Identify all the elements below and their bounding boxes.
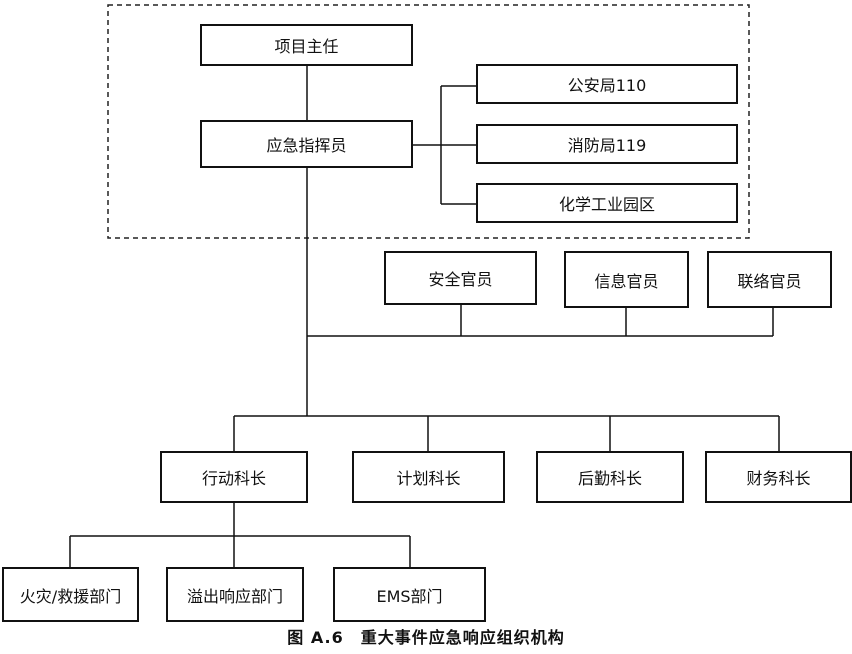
node-chem-park: 化学工业园区	[476, 183, 738, 223]
node-liaison-officer: 联络官员	[707, 251, 832, 308]
node-fire-rescue: 火灾/救援部门	[2, 567, 139, 622]
command-group-border	[107, 4, 750, 239]
node-safety-officer: 安全官员	[384, 251, 537, 305]
node-info-officer: 信息官员	[564, 251, 689, 308]
node-ems: EMS部门	[333, 567, 486, 622]
node-finance-chief: 财务科长	[705, 451, 852, 503]
node-project-director: 项目主任	[200, 24, 413, 66]
node-spill-response: 溢出响应部门	[166, 567, 304, 622]
node-police: 公安局110	[476, 64, 738, 104]
node-operations-chief: 行动科长	[160, 451, 308, 503]
node-logistics-chief: 后勤科长	[536, 451, 684, 503]
node-planning-chief: 计划科长	[352, 451, 505, 503]
node-fire: 消防局119	[476, 124, 738, 164]
figure-caption: 图 A.6 重大事件应急响应组织机构	[287, 628, 565, 647]
node-emergency-commander: 应急指挥员	[200, 120, 413, 168]
